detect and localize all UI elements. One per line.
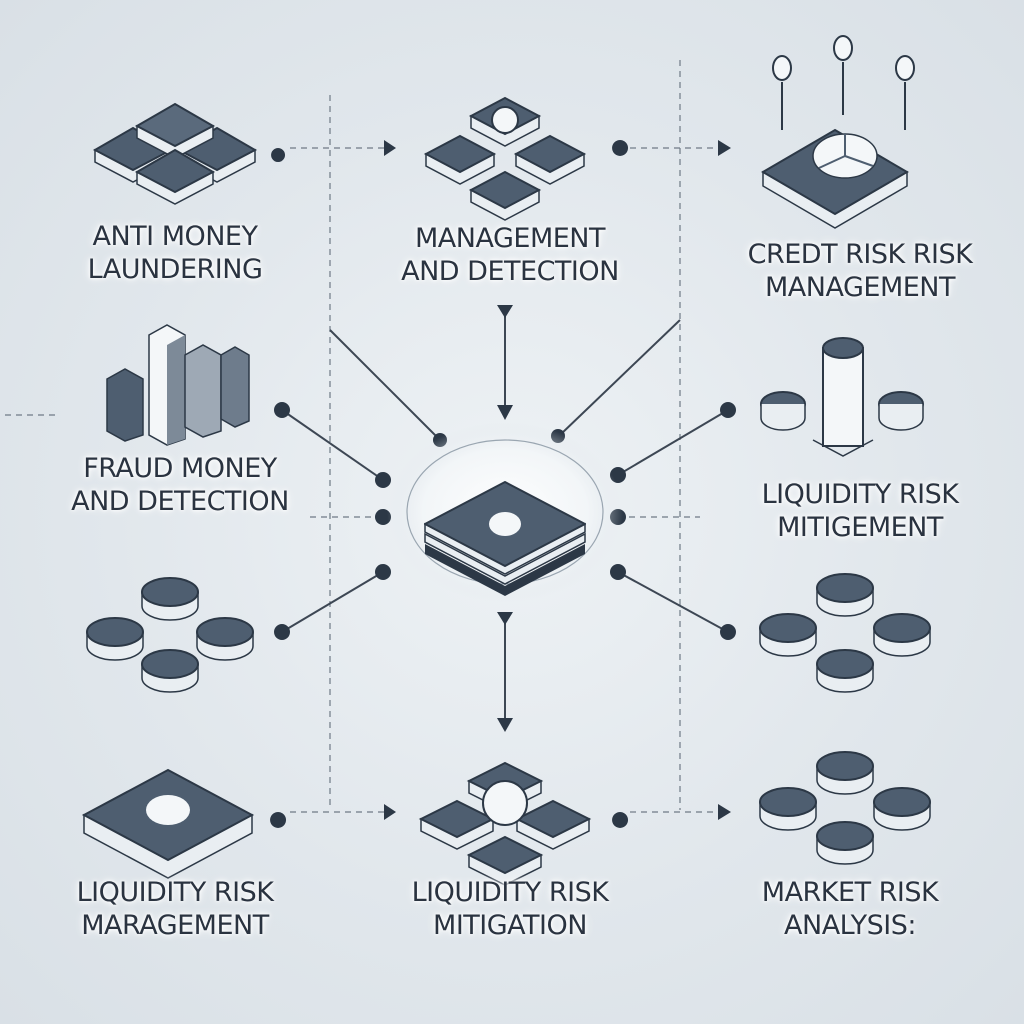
node-label-management-detection: MANAGEMENT AND DETECTION [401, 223, 619, 287]
connector-market-hub [617, 571, 729, 633]
arrow-head [497, 612, 513, 625]
connector-dot [612, 812, 629, 828]
node-label-fraud: FRAUD MONEY AND DETECTION [71, 453, 289, 517]
node-label-market-risk: MARKET RISK ANALYSIS: [761, 877, 939, 941]
connector-dot [612, 140, 629, 156]
hub-tile-stacked-tiles-icon [424, 481, 586, 596]
coin-cluster-icon [759, 573, 931, 693]
pin-icon [833, 35, 853, 61]
pin-icon [772, 55, 792, 81]
connector-diag-left [329, 329, 441, 441]
center-disc-icon [482, 780, 528, 826]
tile-cross-icon [418, 761, 592, 886]
arrow-head [384, 140, 396, 156]
arrow-head [497, 718, 513, 732]
connector-dot [720, 624, 736, 640]
dashed-guides [5, 60, 728, 813]
bar-chart-icon [106, 324, 250, 446]
connector-dot [271, 148, 286, 162]
coin-cluster-icon [86, 577, 254, 693]
stacked-tiles-icon [92, 102, 258, 205]
node-label-anti-money-laundering: ANTI MONEY LAUNDERING [87, 221, 263, 285]
hub-node [387, 422, 623, 602]
connector-heads [270, 140, 736, 828]
node-label-liquidity-management: LIQUIDITY RISK MARAGEMENT [76, 877, 274, 941]
pie-chart-icon [761, 35, 915, 229]
connector-dot [375, 509, 391, 525]
cylinder-icon [760, 337, 924, 457]
arrow-head [718, 804, 731, 820]
node-label-liquidity-mitigation: LIQUIDITY RISK MITIGATION [411, 877, 609, 941]
connectors [281, 305, 729, 725]
center-disc-icon [491, 106, 519, 134]
hub-emblem-icon [489, 512, 521, 536]
connector-dot [375, 564, 391, 580]
connector-liquidity-hub [617, 409, 729, 476]
node-label-liquidity-mitigement: LIQUIDITY RISK MITIGEMENT [761, 479, 959, 543]
connector-dot [274, 402, 290, 418]
connector-dot [375, 472, 391, 488]
node-label-credit-risk: CREDT RISK RISK MANAGEMENT [747, 239, 973, 303]
connector-coins-hub [281, 571, 384, 633]
connector-dot [270, 812, 287, 828]
connector-diag-right [559, 319, 681, 436]
arrow-head [718, 140, 731, 156]
connector-dot [274, 624, 290, 640]
connector-fraud-hub [281, 409, 384, 481]
emblem-icon [146, 795, 190, 825]
arrow-head [384, 804, 396, 820]
coin-cluster-icon [759, 751, 931, 865]
tile-cross-icon [423, 96, 587, 221]
arrow-head [497, 405, 513, 420]
arrow-head [497, 305, 513, 318]
connector-dot [610, 564, 626, 580]
stacked-tiles-icon [81, 768, 255, 879]
pin-icon [895, 55, 915, 81]
connector-dot [720, 402, 736, 418]
